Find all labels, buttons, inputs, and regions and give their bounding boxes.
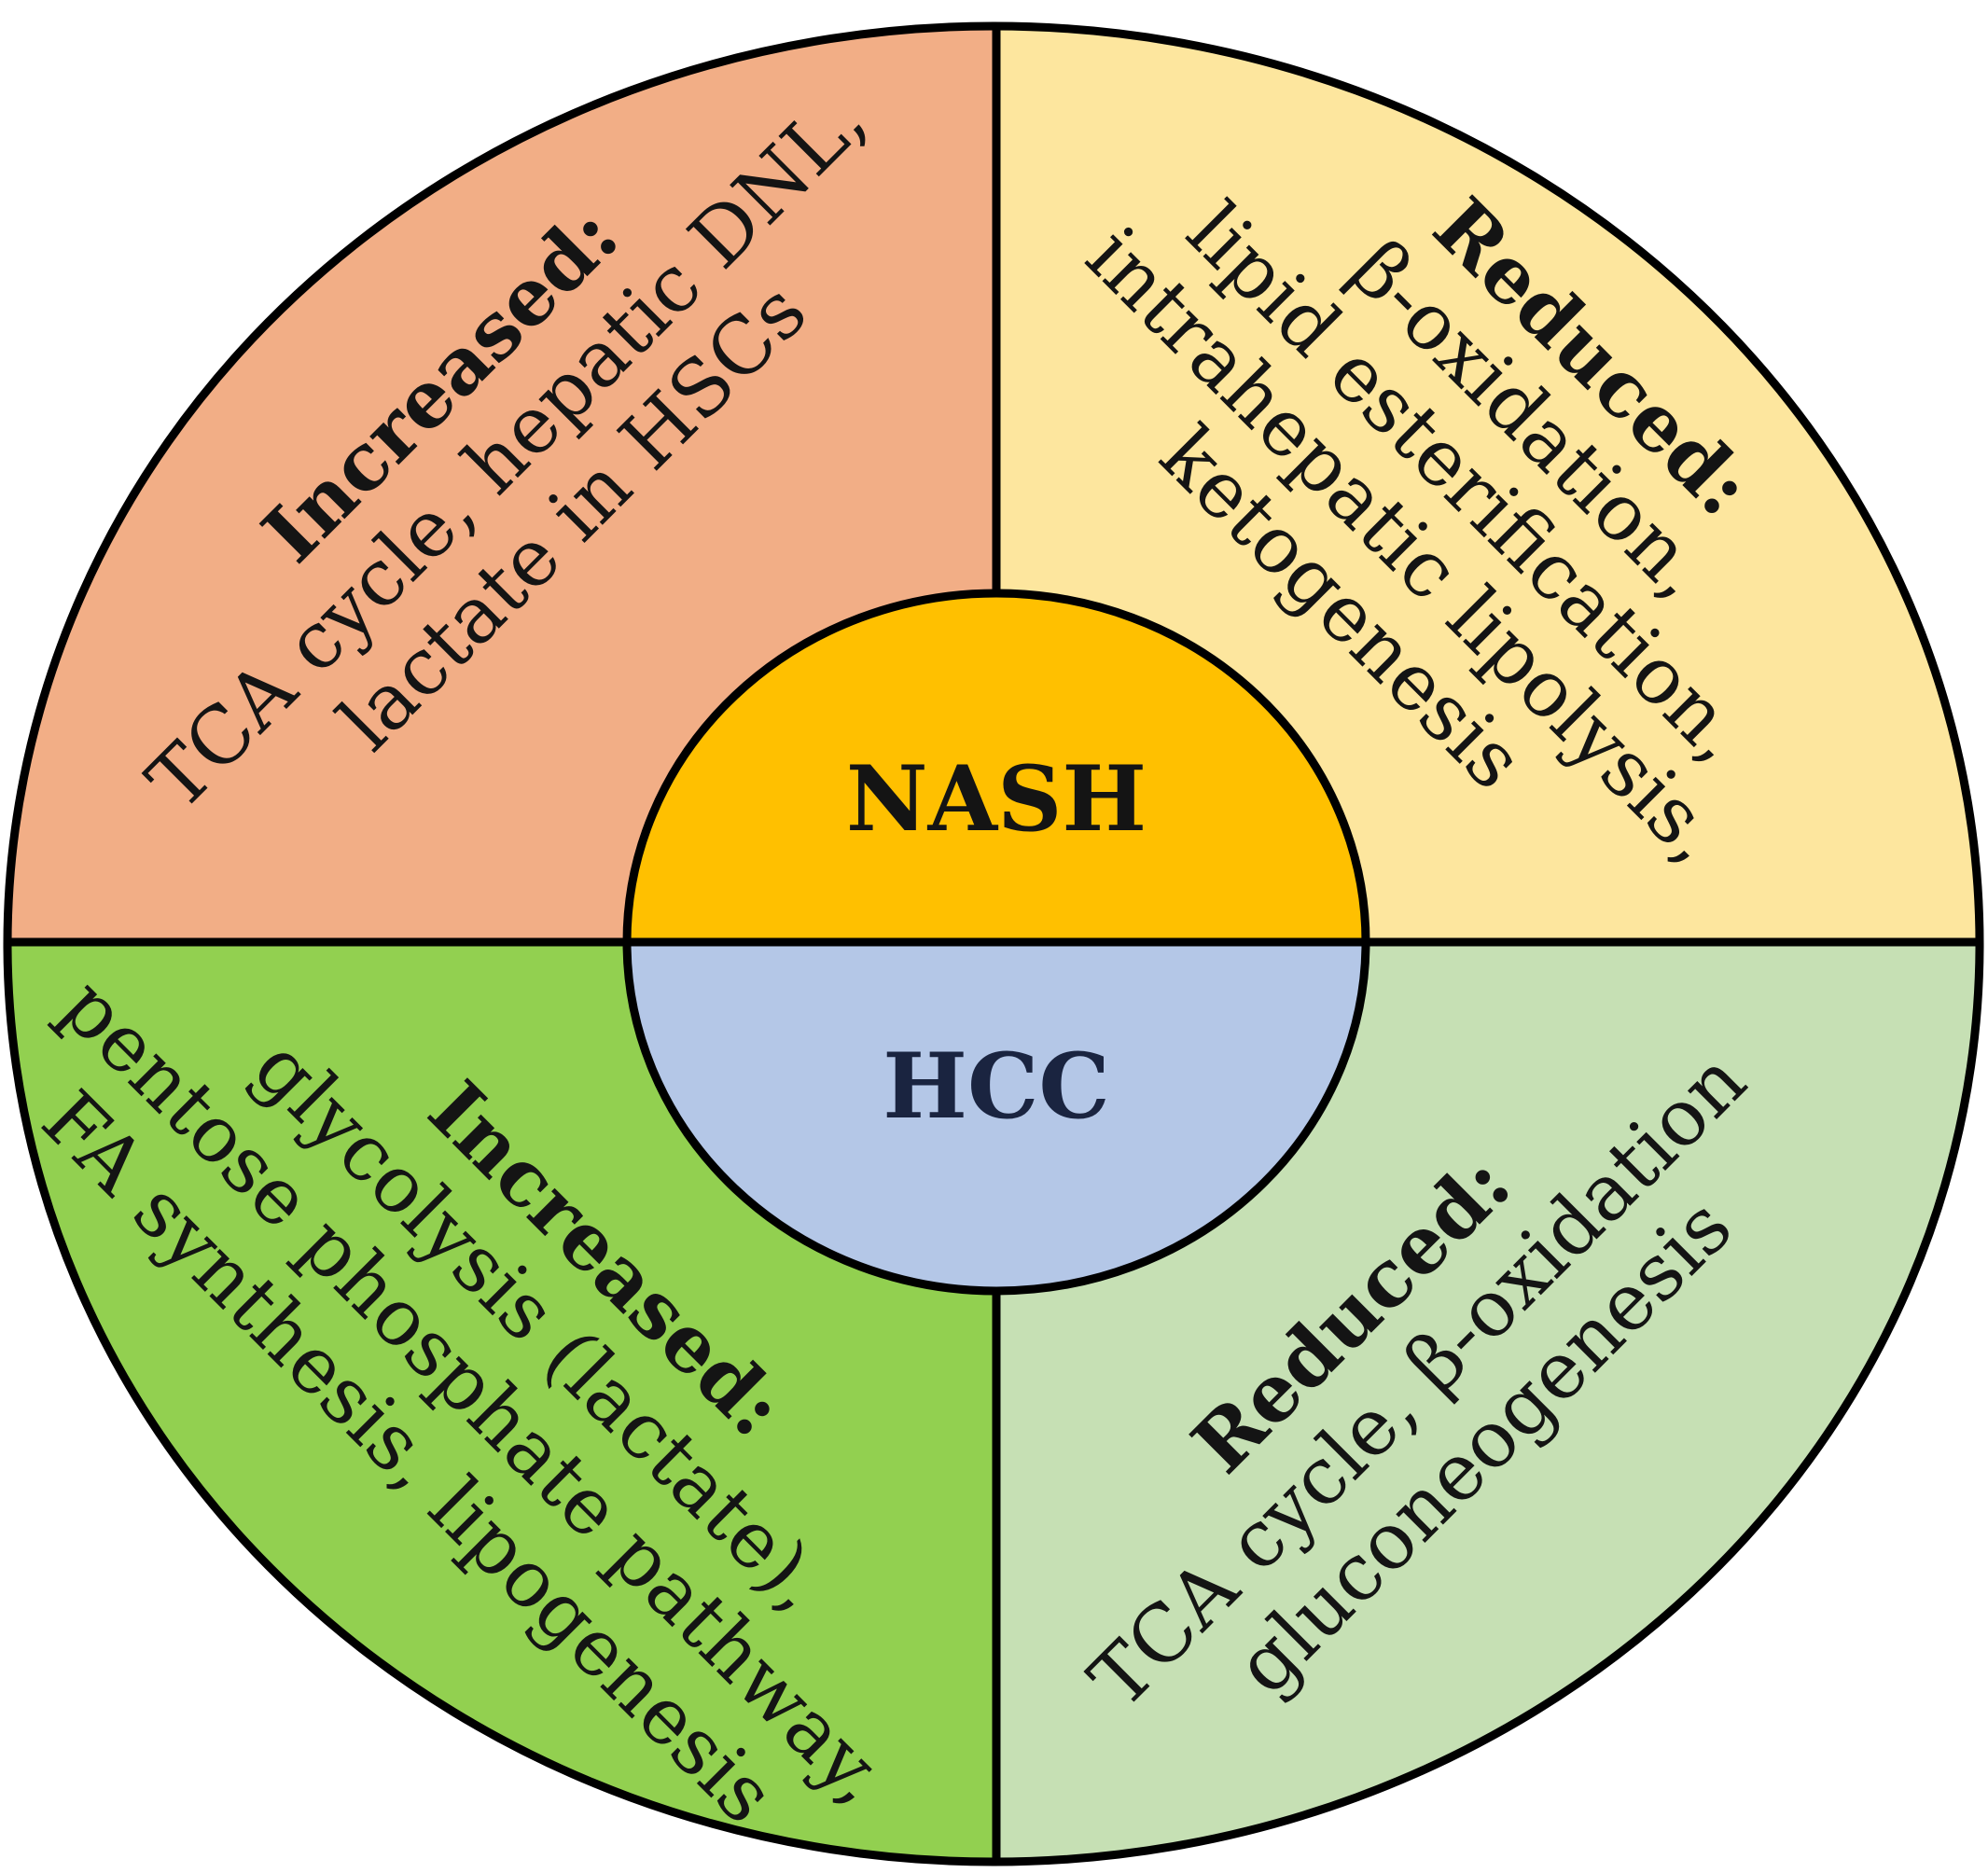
hcc-center-half (627, 942, 1366, 1291)
outer-circle (3, 21, 1984, 1866)
hcc-label: HCC (883, 1034, 1110, 1139)
nash-center-half (627, 593, 1366, 942)
nash-label: NASH (846, 746, 1147, 852)
